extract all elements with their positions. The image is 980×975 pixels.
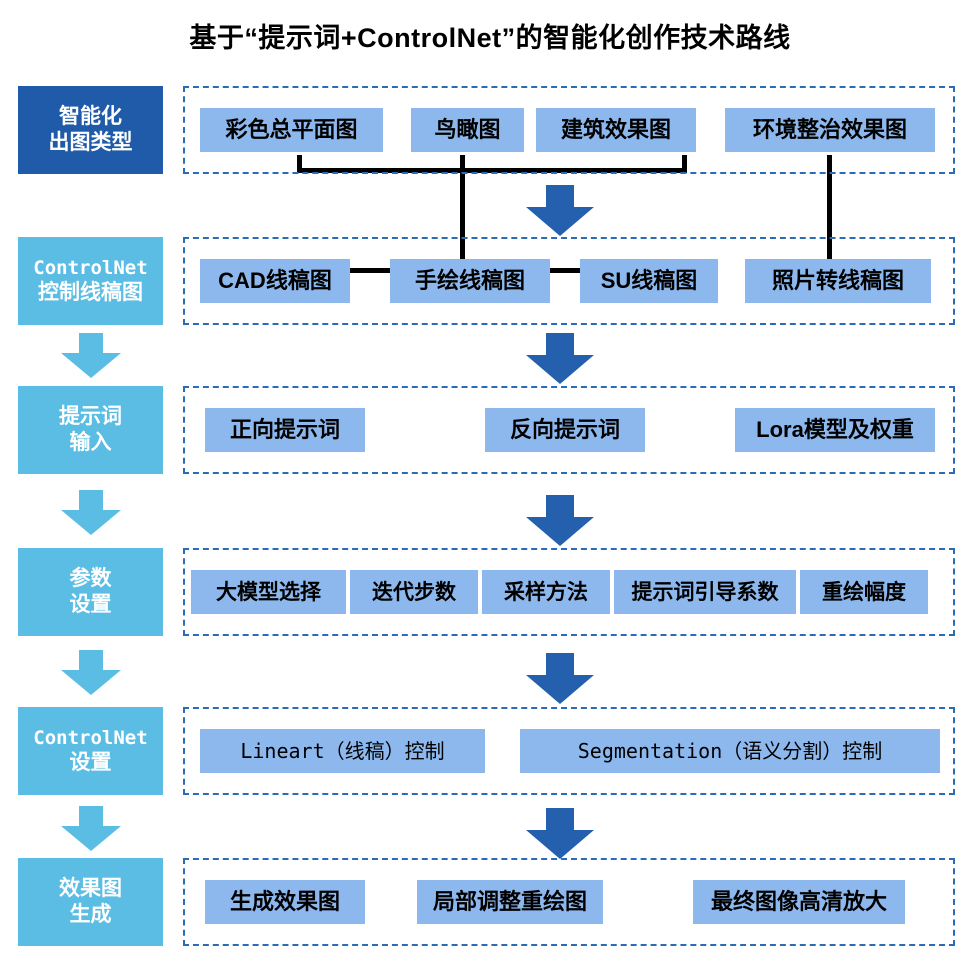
- stage-label-controlnet-lineart: ControlNet 控制线稿图: [18, 237, 163, 325]
- chip-color-site-plan[interactable]: 彩色总平面图: [200, 108, 383, 152]
- stage-arrow-controlnet-to-generation: [60, 806, 122, 852]
- connector-stub-architecture: [682, 155, 687, 173]
- chip-negative-prompt[interactable]: 反向提示词: [485, 408, 645, 452]
- stage-label-line1: 参数: [69, 567, 112, 591]
- stage-label-output-type: 智能化 出图类型: [18, 86, 163, 174]
- stage-label-line1: 提示词: [59, 405, 122, 429]
- stage-label-controlnet-settings: ControlNet 设置: [18, 707, 163, 795]
- connector-stub-birdseye: [460, 155, 465, 173]
- chip-su-lineart[interactable]: SU线稿图: [580, 259, 718, 303]
- stage-arrow-prompt-to-parameters: [60, 490, 122, 536]
- chip-sampling-method[interactable]: 采样方法: [482, 570, 610, 614]
- group-controlnet-settings: Lineart（线稿）控制 Segmentation（语义分割）控制: [183, 707, 955, 795]
- chip-architecture-render[interactable]: 建筑效果图: [536, 108, 696, 152]
- chip-final-upscale[interactable]: 最终图像高清放大: [693, 880, 905, 924]
- stage-label-line2: 控制线稿图: [38, 280, 143, 304]
- connector-trunk-row1-to-row2: [460, 168, 465, 273]
- chip-cad-lineart[interactable]: CAD线稿图: [200, 259, 350, 303]
- flow-arrow-row5-to-row6: [525, 808, 595, 860]
- page-title: 基于“提示词+ControlNet”的智能化创作技术路线: [189, 23, 791, 53]
- chip-environment-render[interactable]: 环境整治效果图: [725, 108, 935, 152]
- chip-lora-model-weight[interactable]: Lora模型及权重: [735, 408, 935, 452]
- stage-label-line1: ControlNet: [33, 256, 148, 279]
- flow-arrow-row2-to-row3: [525, 333, 595, 385]
- group-generation: 生成效果图 局部调整重绘图 最终图像高清放大: [183, 858, 955, 946]
- stage-label-line2: 生成: [69, 903, 112, 926]
- flow-arrow-row4-to-row5: [525, 653, 595, 705]
- chip-generate-render[interactable]: 生成效果图: [205, 880, 365, 924]
- chip-local-repaint[interactable]: 局部调整重绘图: [417, 880, 603, 924]
- group-prompt: 正向提示词 反向提示词 Lora模型及权重: [183, 386, 955, 474]
- flow-arrow-row1-to-row2: [525, 185, 595, 237]
- group-lineart: CAD线稿图 手绘线稿图 SU线稿图 照片转线稿图: [183, 237, 955, 325]
- stage-label-line1: 效果图: [59, 877, 122, 901]
- stage-label-line1: 智能化: [59, 105, 122, 129]
- chip-hand-drawn-lineart[interactable]: 手绘线稿图: [390, 259, 550, 303]
- chip-photo-to-lineart[interactable]: 照片转线稿图: [745, 259, 931, 303]
- stage-arrow-parameters-to-controlnet: [60, 650, 122, 696]
- flow-arrow-row3-to-row4: [525, 495, 595, 547]
- connector-bus-row1: [297, 168, 687, 173]
- stage-label-prompt-input: 提示词 输入: [18, 386, 163, 474]
- stage-label-render-generation: 效果图 生成: [18, 858, 163, 946]
- connector-stub-color-plan: [297, 155, 302, 173]
- stage-label-line2: 出图类型: [48, 131, 133, 154]
- group-output-type: 彩色总平面图 鸟瞰图 建筑效果图 环境整治效果图: [183, 86, 955, 174]
- stage-label-parameter-settings: 参数 设置: [18, 548, 163, 636]
- stage-label-line2: 输入: [69, 431, 112, 454]
- connector-environment-to-photo: [827, 155, 832, 288]
- chip-lineart-control[interactable]: Lineart（线稿）控制: [200, 729, 485, 773]
- chip-denoising-strength[interactable]: 重绘幅度: [800, 570, 928, 614]
- chip-birdseye-view[interactable]: 鸟瞰图: [411, 108, 524, 152]
- group-parameters: 大模型选择 迭代步数 采样方法 提示词引导系数 重绘幅度: [183, 548, 955, 636]
- chip-base-model-select[interactable]: 大模型选择: [191, 570, 346, 614]
- chip-iteration-steps[interactable]: 迭代步数: [350, 570, 478, 614]
- chip-segmentation-control[interactable]: Segmentation（语义分割）控制: [520, 729, 940, 773]
- stage-label-line2: 设置: [69, 593, 112, 616]
- chip-prompt-guidance-scale[interactable]: 提示词引导系数: [614, 570, 796, 614]
- stage-label-line2: 设置: [69, 750, 112, 774]
- chip-positive-prompt[interactable]: 正向提示词: [205, 408, 365, 452]
- stage-arrow-lineart-to-prompt: [60, 333, 122, 379]
- stage-label-line1: ControlNet: [33, 726, 148, 749]
